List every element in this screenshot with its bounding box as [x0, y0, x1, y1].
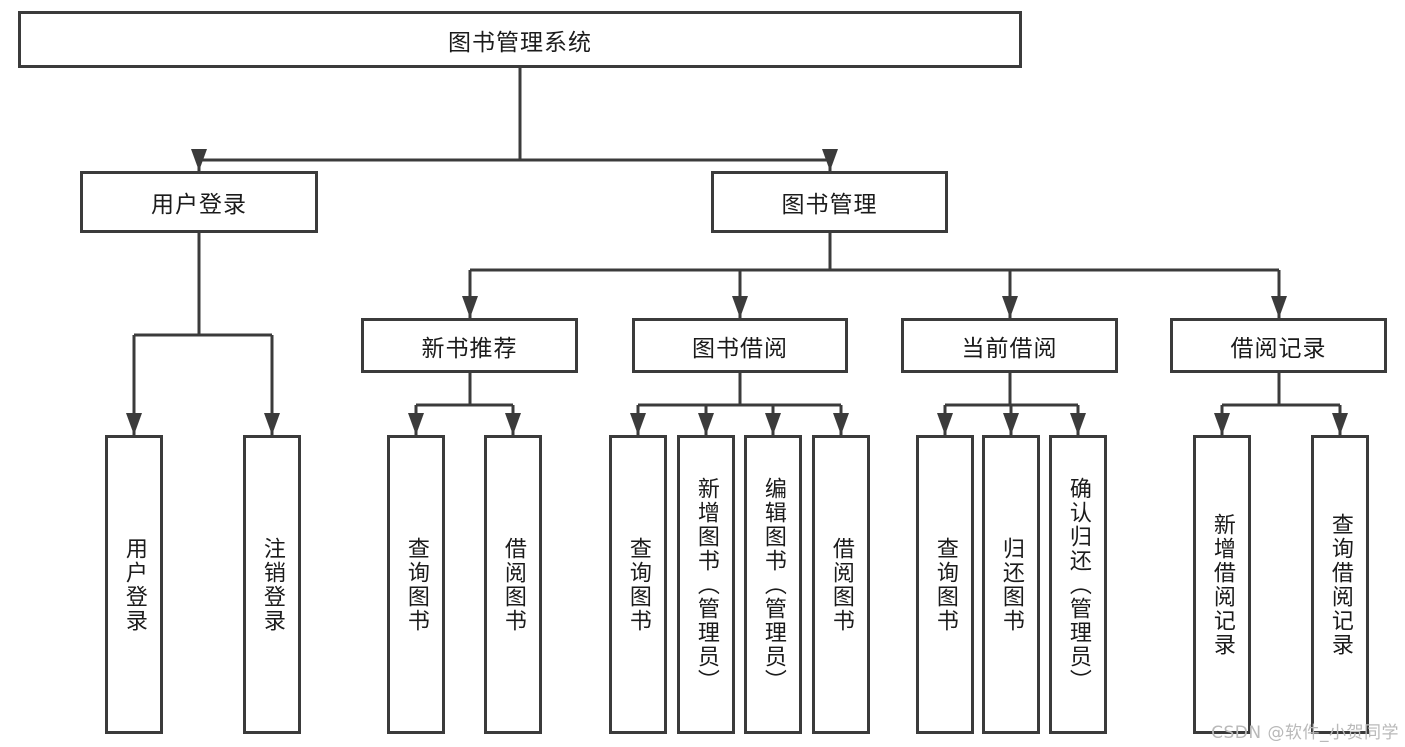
edge-arrowhead	[1070, 413, 1086, 435]
edge-arrowhead	[1003, 413, 1019, 435]
node-label: 查询借阅记录	[1327, 512, 1353, 657]
edge-arrowhead	[126, 413, 142, 435]
node-leaf-add-record[interactable]: 新增借阅记录	[1193, 435, 1251, 734]
node-leaf-query-book-2[interactable]: 查询图书	[609, 435, 667, 734]
node-label: 新增借阅记录	[1209, 512, 1235, 657]
edge-arrowhead	[833, 413, 849, 435]
edge-arrowhead	[937, 413, 953, 435]
node-label: 借阅记录	[1230, 335, 1327, 362]
node-label: 确认归还（管理员）	[1065, 476, 1091, 693]
node-label: 查询图书	[403, 536, 429, 633]
node-label: 注销登录	[259, 536, 285, 633]
node-label: 新书推荐	[421, 335, 518, 362]
node-label: 查询图书	[625, 536, 651, 633]
node-current-borrow[interactable]: 当前借阅	[901, 318, 1118, 373]
node-leaf-add-book[interactable]: 新增图书（管理员）	[677, 435, 735, 734]
node-leaf-query-record[interactable]: 查询借阅记录	[1311, 435, 1369, 734]
edge-arrowhead	[732, 296, 748, 318]
node-label: 借阅图书	[828, 536, 854, 633]
node-borrow-record[interactable]: 借阅记录	[1170, 318, 1387, 373]
edge-arrowhead	[1214, 413, 1230, 435]
node-leaf-confirm-return[interactable]: 确认归还（管理员）	[1049, 435, 1107, 734]
node-label: 图书借阅	[692, 335, 788, 362]
edge-arrowhead	[505, 413, 521, 435]
watermark: CSDN @软件_小贺同学	[1211, 723, 1399, 743]
node-label: 归还图书	[998, 536, 1024, 633]
edge-arrowhead	[264, 413, 280, 435]
node-label: 当前借阅	[961, 335, 1058, 362]
node-label: 图书管理系统	[448, 29, 592, 56]
edge-arrowhead	[191, 149, 207, 171]
edge-arrowhead	[1002, 296, 1018, 318]
node-leaf-return-book[interactable]: 归还图书	[982, 435, 1040, 734]
node-label: 新增图书（管理员）	[693, 476, 719, 693]
node-label: 借阅图书	[500, 536, 526, 633]
node-label: 图书管理	[781, 192, 878, 218]
node-user-login[interactable]: 用户登录	[80, 171, 318, 233]
edge-arrowhead	[698, 413, 714, 435]
edge-arrowhead	[822, 149, 838, 171]
node-leaf-user-login[interactable]: 用户登录	[105, 435, 163, 734]
node-leaf-query-book-1[interactable]: 查询图书	[387, 435, 445, 734]
node-leaf-edit-book[interactable]: 编辑图书（管理员）	[744, 435, 802, 734]
node-label: 用户登录	[121, 536, 147, 633]
node-leaf-query-book-3[interactable]: 查询图书	[916, 435, 974, 734]
node-leaf-borrow-book-2[interactable]: 借阅图书	[812, 435, 870, 734]
edge-arrowhead	[1271, 296, 1287, 318]
node-leaf-logout[interactable]: 注销登录	[243, 435, 301, 734]
node-new-book-recommend[interactable]: 新书推荐	[361, 318, 578, 373]
node-book-manage[interactable]: 图书管理	[711, 171, 948, 233]
edge-arrowhead	[630, 413, 646, 435]
node-book-borrow[interactable]: 图书借阅	[632, 318, 848, 373]
node-leaf-borrow-book-1[interactable]: 借阅图书	[484, 435, 542, 734]
edge-arrowhead	[462, 296, 478, 318]
node-label: 查询图书	[932, 536, 958, 633]
node-label: 用户登录	[151, 192, 247, 218]
edge-arrowhead	[765, 413, 781, 435]
edge-arrowhead	[1332, 413, 1348, 435]
edge-arrowhead	[408, 413, 424, 435]
node-label: 编辑图书（管理员）	[760, 476, 786, 693]
node-root[interactable]: 图书管理系统	[18, 11, 1022, 68]
